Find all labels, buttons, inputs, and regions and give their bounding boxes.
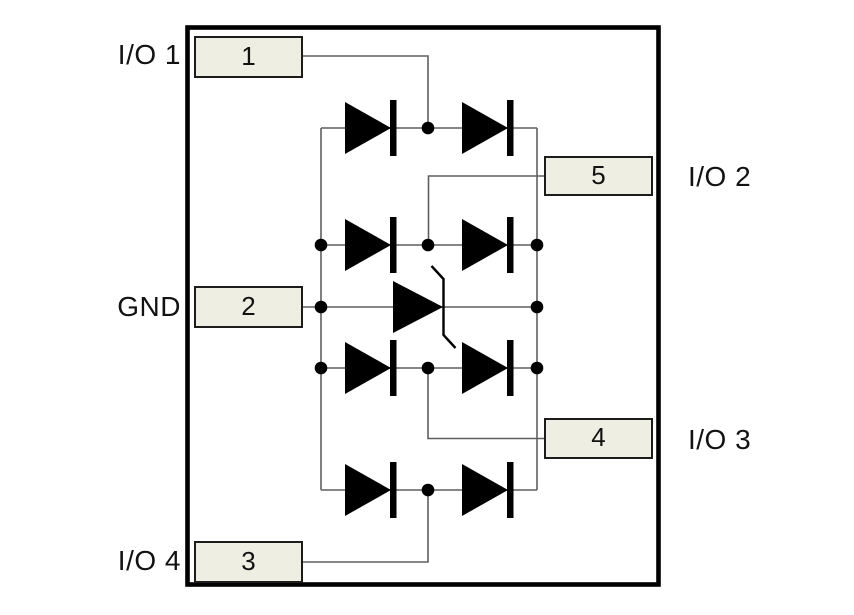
ic-outline <box>185 25 661 587</box>
junction-dot <box>421 483 435 497</box>
junction-dot <box>421 238 435 252</box>
pin-box-rect <box>544 418 653 459</box>
pin-label-gnd: GND <box>117 291 181 322</box>
pin-label-io1: I/O 1 <box>118 39 181 70</box>
junction-dot <box>314 300 328 314</box>
diode-icon-row4-left <box>345 340 397 396</box>
pin-box-rect <box>194 36 303 78</box>
wire-pin1-to-row1 <box>302 55 429 128</box>
pin-labels: I/O 1 GND I/O 4 I/O 2 I/O 3 <box>117 39 751 576</box>
wire-pin5-to-row2 <box>427 175 545 245</box>
diode-icon-row2-left <box>345 217 397 273</box>
junction-dot <box>530 361 544 375</box>
pin-number: 1 <box>241 41 255 71</box>
pin-box-3: 3 <box>194 541 303 583</box>
junction-dot <box>530 238 544 252</box>
pin-box-rect <box>194 286 303 328</box>
diode-icon-row5-right <box>462 462 514 518</box>
pin-number: 3 <box>241 546 255 576</box>
junction-dot <box>530 300 544 314</box>
diode-icon-row1-right <box>462 100 514 156</box>
zener-cathode-bar <box>430 265 457 349</box>
junction-dot <box>314 361 328 375</box>
pin-number: 5 <box>591 160 605 190</box>
wire-row4-to-pin4 <box>427 368 545 440</box>
diode-icon-row1-left <box>345 100 397 156</box>
pin-label-io2: I/O 2 <box>688 161 751 192</box>
pin-label-io4: I/O 4 <box>118 545 181 576</box>
pin-box-5: 5 <box>544 156 653 196</box>
pin-box-1: 1 <box>194 36 303 78</box>
diode-icon-row2-right <box>462 217 514 273</box>
pin-number: 2 <box>241 291 255 321</box>
zener-diode-icon <box>393 265 457 349</box>
junction-dots <box>314 121 544 497</box>
pin-number: 4 <box>591 422 605 452</box>
junction-dot <box>421 361 435 375</box>
pin-boxes: 1 2 3 5 4 <box>194 36 653 583</box>
diode-icon-row5-left <box>345 462 397 518</box>
pin-box-2: 2 <box>194 286 303 328</box>
zener-anode-triangle <box>393 281 443 333</box>
pin-box-4: 4 <box>544 418 653 459</box>
junction-dot <box>314 238 328 252</box>
diode-icon-row4-right <box>462 340 514 396</box>
junction-dot <box>421 121 435 135</box>
wire-pin3-to-row5 <box>302 490 429 563</box>
pin-box-rect <box>544 156 653 196</box>
pin-label-io3: I/O 3 <box>688 424 751 455</box>
pin-box-rect <box>194 541 303 583</box>
